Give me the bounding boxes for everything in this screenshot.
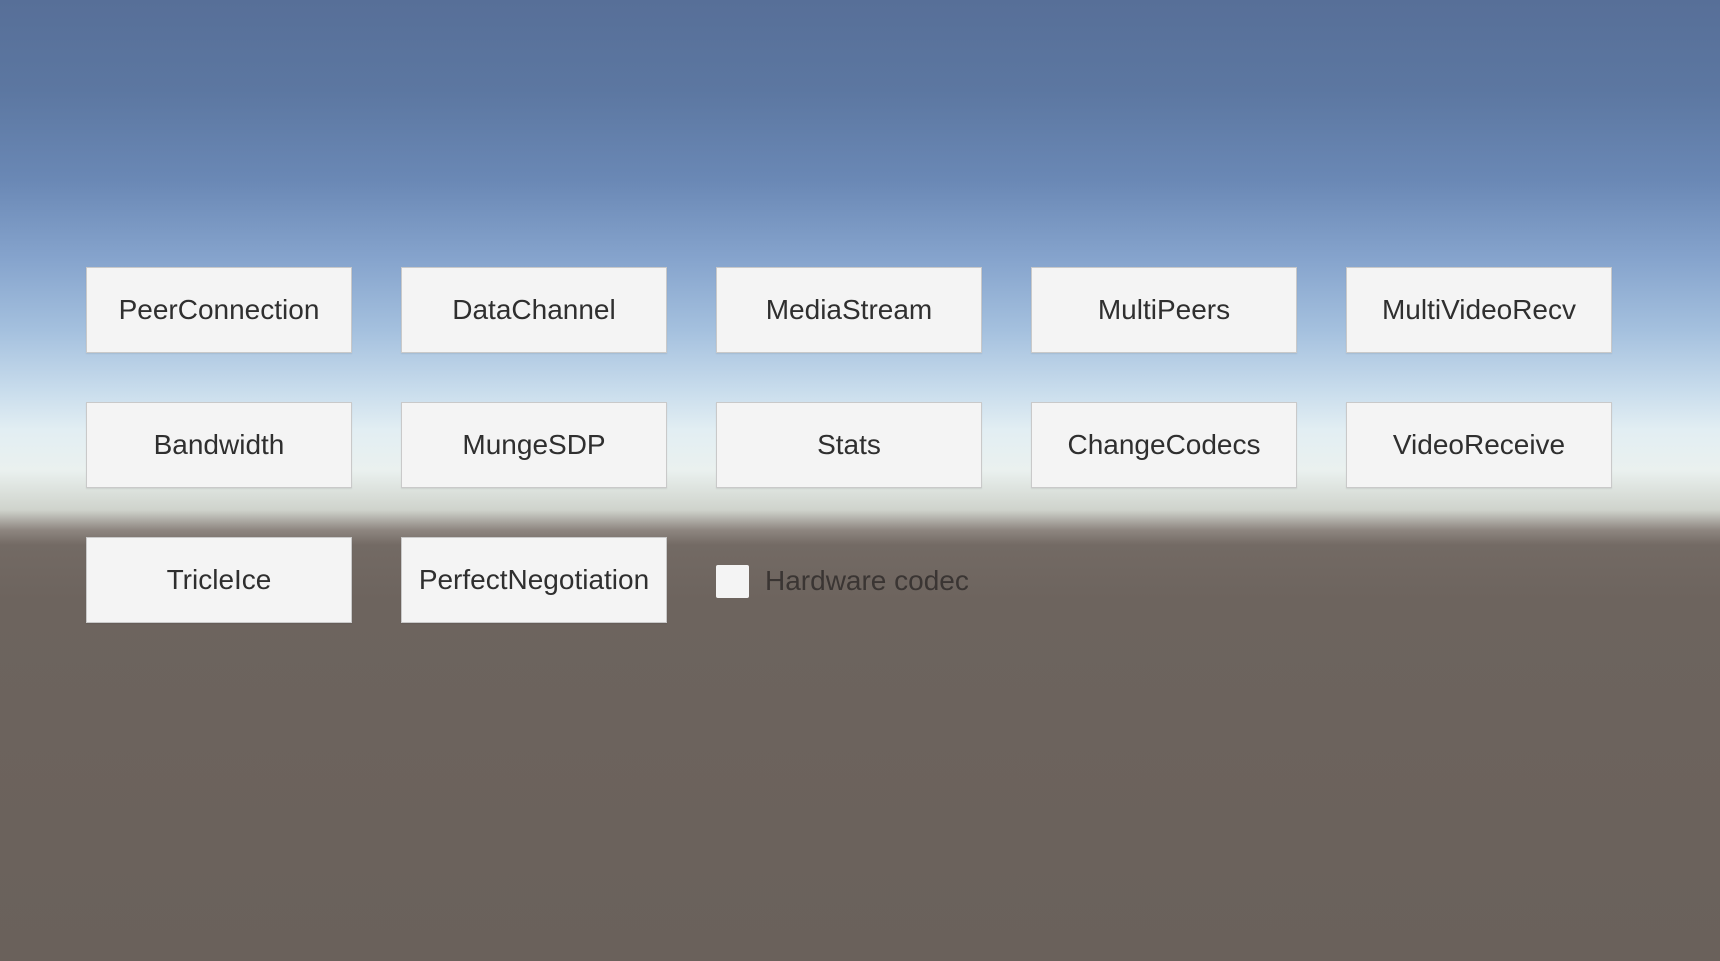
mungesdp-button[interactable]: MungeSDP bbox=[401, 402, 667, 488]
tricleice-button[interactable]: TricleIce bbox=[86, 537, 352, 623]
peerconnection-button[interactable]: PeerConnection bbox=[86, 267, 352, 353]
hardware-codec-label: Hardware codec bbox=[765, 565, 969, 596]
bandwidth-button[interactable]: Bandwidth bbox=[86, 402, 352, 488]
stats-button[interactable]: Stats bbox=[716, 402, 982, 488]
perfectnegotiation-button[interactable]: PerfectNegotiation bbox=[401, 537, 667, 623]
hardware-codec-checkbox[interactable] bbox=[716, 564, 749, 598]
datachannel-button[interactable]: DataChannel bbox=[401, 267, 667, 353]
mediastream-button[interactable]: MediaStream bbox=[716, 267, 982, 353]
hardware-codec-toggle[interactable]: Hardware codec bbox=[716, 564, 969, 598]
multivideorecv-button[interactable]: MultiVideoRecv bbox=[1346, 267, 1612, 353]
multipeers-button[interactable]: MultiPeers bbox=[1031, 267, 1297, 353]
changecodecs-button[interactable]: ChangeCodecs bbox=[1031, 402, 1297, 488]
videoreceive-button[interactable]: VideoReceive bbox=[1346, 402, 1612, 488]
